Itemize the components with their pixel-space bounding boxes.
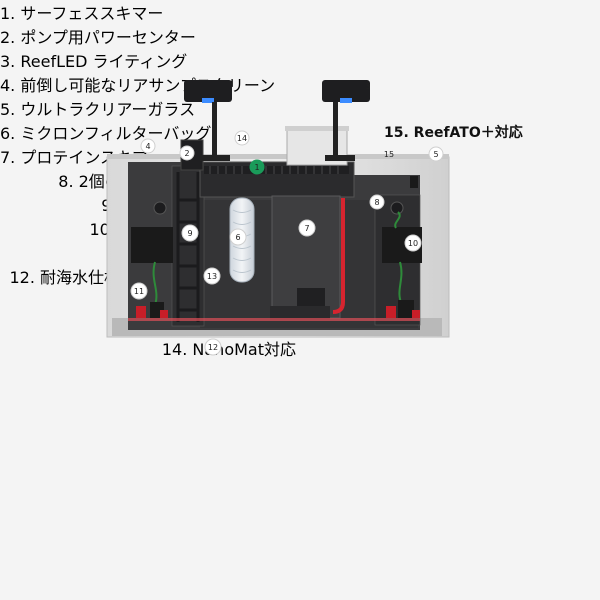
green-hose-right-top [394, 211, 401, 229]
legend-item: 3. ReefLED ライティング [0, 52, 188, 71]
pump-left [136, 302, 168, 318]
marker-label: 11 [134, 287, 144, 296]
legend-item: 14. NanoMat対応 [161, 340, 296, 359]
marker-3: 3 [365, 82, 370, 91]
marker-label: 14 [237, 134, 247, 143]
marker-12: 12 [204, 338, 222, 356]
legend-item: 6. ミクロンフィルターバッグ [0, 124, 212, 143]
marker-label: 2 [184, 149, 189, 158]
green-hose-left [152, 261, 158, 306]
marker-7: 7 [298, 219, 316, 237]
marker-1: 1 [249, 159, 265, 175]
tank-rim [107, 154, 449, 159]
marker-15: 15 [384, 150, 394, 159]
heading-reefato: 15. ReefATO＋対応 [384, 125, 523, 141]
reef-led-left [184, 80, 232, 161]
red-floor-glow [128, 318, 420, 321]
marker-label: 12 [208, 343, 218, 352]
marker-label: 13 [207, 272, 217, 281]
overflow-slots [209, 166, 339, 174]
marker-13: 13 [203, 267, 221, 285]
marker-5: 5 [428, 146, 444, 162]
marker-11: 11 [130, 282, 148, 300]
marker-10: 10 [404, 234, 422, 252]
skimmer-pump [297, 288, 325, 310]
marker-8: 8 [369, 194, 385, 210]
marker-label: 5 [433, 150, 438, 159]
nozzle-left [153, 201, 167, 215]
marker-label: 7 [304, 224, 309, 233]
pump-right [386, 300, 420, 318]
marker-label: 3 [365, 82, 370, 91]
marker-2: 2 [179, 145, 195, 161]
marker-label: 4 [145, 142, 150, 151]
ato-sensor [410, 176, 418, 188]
red-hose [332, 198, 345, 314]
media-chamber-rack [176, 172, 200, 322]
marker-label: 1 [254, 163, 259, 172]
marker-14: 14 [234, 130, 250, 146]
skimmer-cup-lid [285, 126, 349, 131]
skimmer-base [270, 306, 330, 320]
marker-6: 6 [229, 228, 247, 246]
overflow-comb [204, 166, 349, 174]
nozzle-right [390, 201, 404, 215]
legend-item: 1. サーフェススキマー [0, 4, 164, 23]
legend-item: 5. ウルトラクリアーガラス [0, 100, 196, 119]
marker-9: 9 [181, 224, 199, 242]
marker-label: 9 [187, 229, 192, 238]
legend-item: 2. ポンプ用パワーセンター [0, 28, 196, 47]
marker-4: 4 [140, 138, 156, 154]
marker-label: 6 [235, 233, 240, 242]
sponge-left [131, 227, 173, 263]
marker-label: 15 [384, 150, 394, 159]
reef-led-right [322, 80, 370, 161]
marker-label: 10 [408, 239, 418, 248]
marker-label: 8 [374, 198, 379, 207]
